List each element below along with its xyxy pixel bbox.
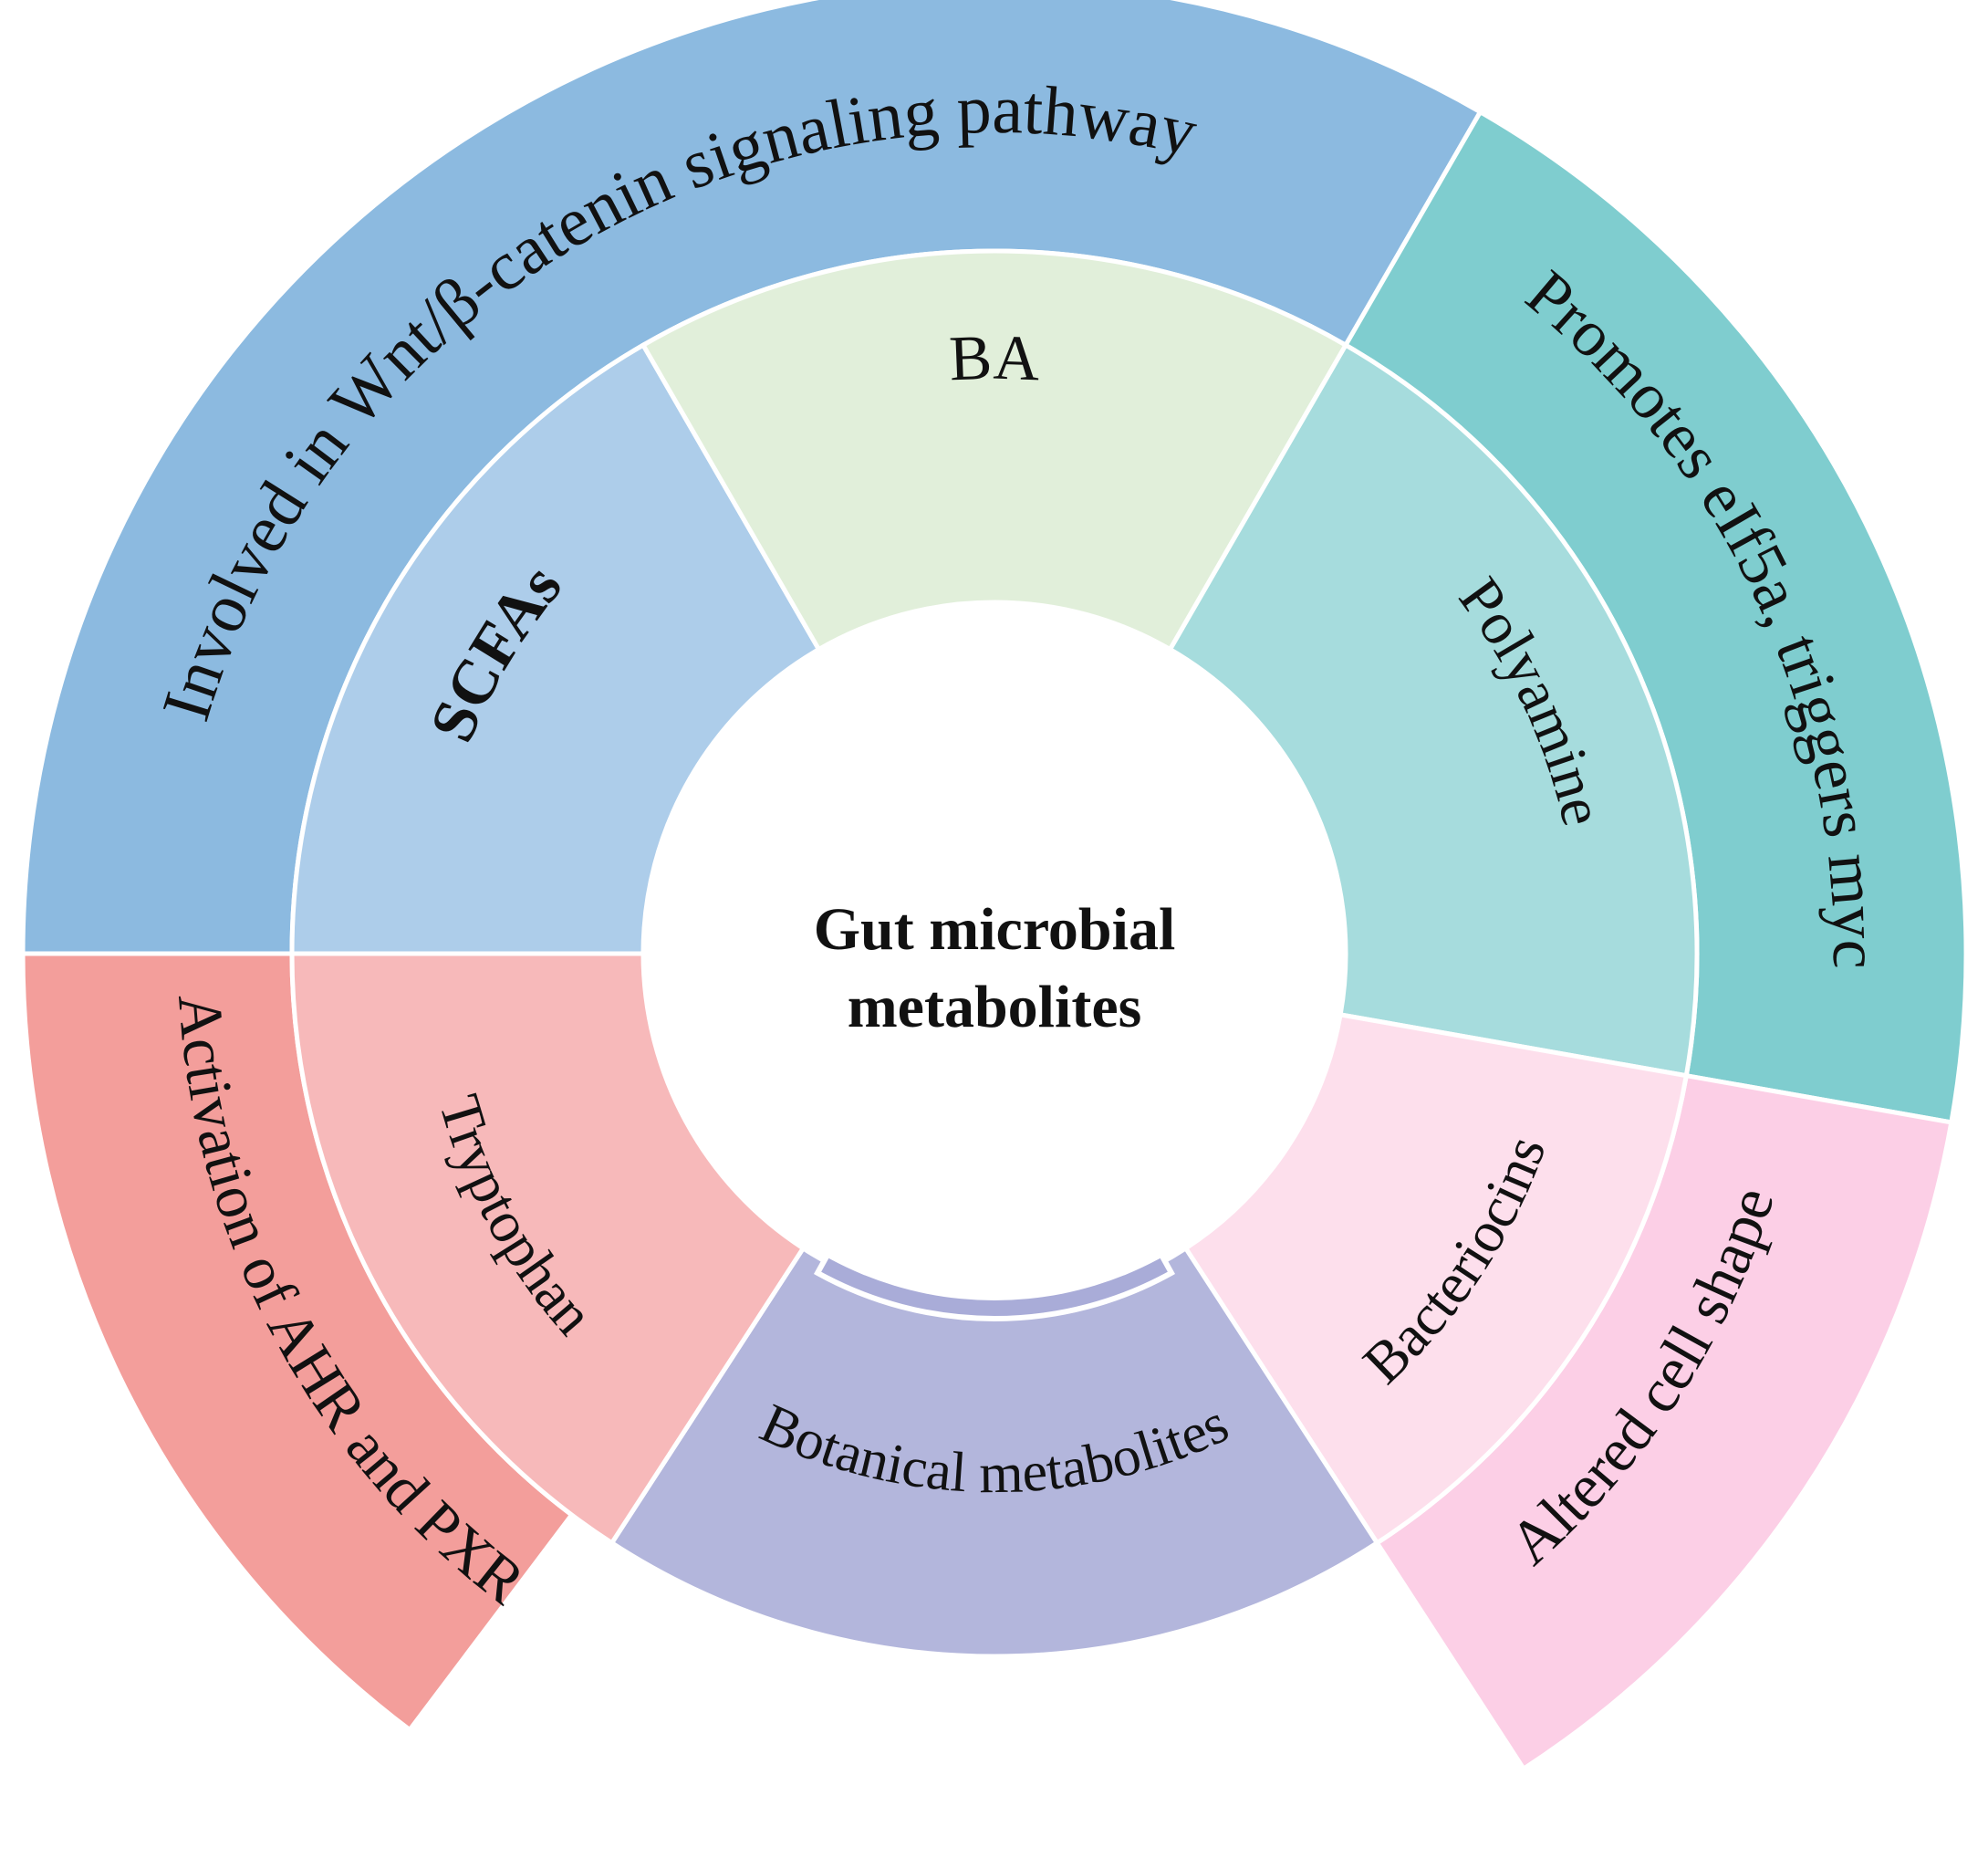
inner-sector-tryptophan [289, 951, 807, 1547]
center-circle [648, 607, 1341, 1300]
inner-label-ba: BA [948, 323, 1041, 395]
center-title-line1: Gut microbial [814, 896, 1176, 963]
inner-sector-polyamine [1167, 341, 1700, 1079]
inner-sector-scfas [289, 341, 822, 956]
center-hub: Gut microbial metabolites [648, 607, 1341, 1300]
inner-sector-ba [640, 248, 1349, 652]
inner-sector-bacteriocins [1182, 1011, 1690, 1547]
center-title-line2: metabolites [848, 974, 1142, 1040]
